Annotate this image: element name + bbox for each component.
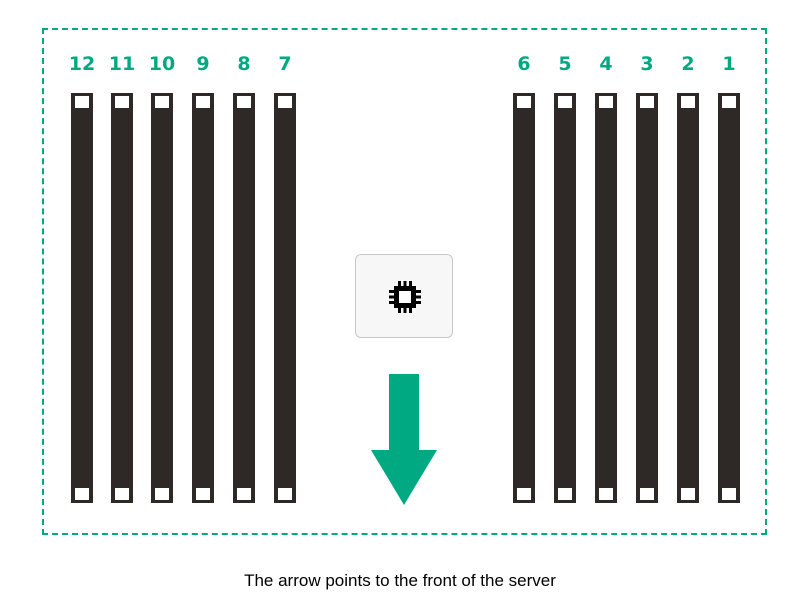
slot-label: 1 — [722, 53, 736, 75]
slot-label: 2 — [681, 53, 695, 75]
dimm-layout-frame — [42, 28, 767, 535]
dimm-latch-bottom — [639, 487, 655, 501]
dimm-slot — [636, 93, 658, 503]
dimm-latch-top — [74, 95, 90, 109]
dimm-slot — [595, 93, 617, 503]
dimm-latch-top — [195, 95, 211, 109]
slot-label: 12 — [68, 53, 96, 75]
arrow-down-icon — [371, 374, 437, 505]
slot-label: 5 — [558, 53, 572, 75]
dimm-latch-bottom — [236, 487, 252, 501]
dimm-latch-top — [516, 95, 532, 109]
dimm-slot — [513, 93, 535, 503]
slot-label: 7 — [278, 53, 292, 75]
dimm-slot — [718, 93, 740, 503]
dimm-slot — [151, 93, 173, 503]
dimm-slot — [233, 93, 255, 503]
slot-label: 9 — [196, 53, 210, 75]
dimm-latch-top — [114, 95, 130, 109]
dimm-latch-bottom — [721, 487, 737, 501]
dimm-latch-top — [721, 95, 737, 109]
dimm-latch-bottom — [277, 487, 293, 501]
dimm-latch-bottom — [557, 487, 573, 501]
dimm-latch-top — [236, 95, 252, 109]
dimm-latch-top — [680, 95, 696, 109]
processor — [355, 254, 453, 338]
dimm-slot — [192, 93, 214, 503]
dimm-latch-bottom — [154, 487, 170, 501]
dimm-latch-bottom — [516, 487, 532, 501]
dimm-latch-top — [154, 95, 170, 109]
dimm-latch-top — [598, 95, 614, 109]
caption: The arrow points to the front of the ser… — [244, 571, 556, 590]
cpu-chip-icon — [389, 281, 421, 313]
dimm-latch-top — [639, 95, 655, 109]
dimm-slot — [274, 93, 296, 503]
slot-label: 10 — [148, 53, 176, 75]
dimm-latch-bottom — [74, 487, 90, 501]
dimm-slot — [554, 93, 576, 503]
dimm-slot — [677, 93, 699, 503]
slot-label: 8 — [237, 53, 251, 75]
slot-label: 3 — [640, 53, 654, 75]
slot-label: 6 — [517, 53, 531, 75]
dimm-latch-bottom — [680, 487, 696, 501]
dimm-slot — [71, 93, 93, 503]
slot-label: 4 — [599, 53, 613, 75]
dimm-latch-bottom — [195, 487, 211, 501]
dimm-latch-bottom — [598, 487, 614, 501]
dimm-latch-top — [277, 95, 293, 109]
dimm-latch-top — [557, 95, 573, 109]
slot-label: 11 — [108, 53, 136, 75]
dimm-latch-bottom — [114, 487, 130, 501]
dimm-slot — [111, 93, 133, 503]
